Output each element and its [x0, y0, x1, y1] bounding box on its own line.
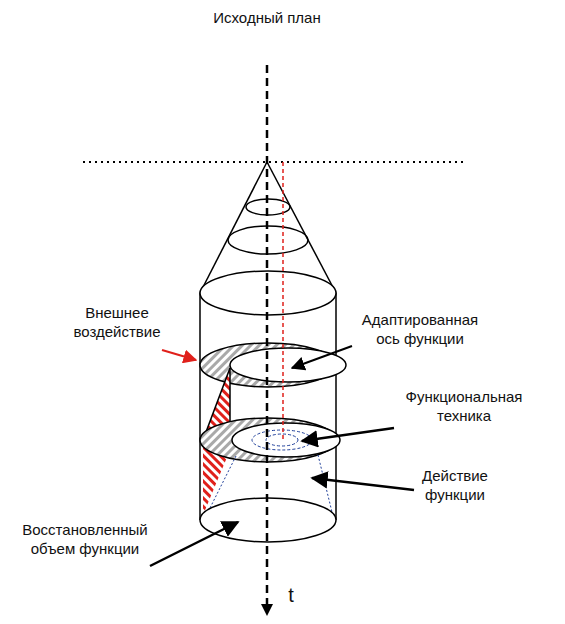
leader-arrow — [150, 522, 238, 566]
leader-arrow — [162, 350, 196, 360]
callout-label: Действие функции — [405, 466, 505, 504]
leader-arrow — [302, 428, 394, 441]
upper-ring — [200, 343, 346, 387]
callout-label: Адаптированная ось функции — [355, 310, 485, 348]
lower-ring — [200, 418, 340, 462]
time-arrowhead — [261, 604, 273, 616]
callout-label: Функциональная техника — [399, 387, 529, 425]
adapted-axis — [282, 162, 284, 440]
callout-label: Восстановленный объем функции — [10, 520, 160, 558]
callout-label: Исходный план — [212, 8, 322, 27]
leader-arrow — [312, 478, 414, 490]
time-axis — [266, 65, 269, 606]
leader-arrow — [292, 346, 352, 368]
callout-label: Внешнее воздействие — [62, 303, 172, 341]
plan-level-line — [83, 161, 465, 163]
callout-label: t — [279, 586, 303, 605]
